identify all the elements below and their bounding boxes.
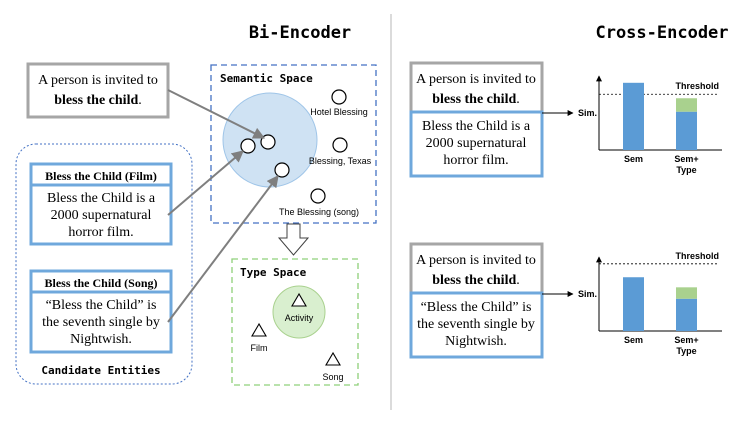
cross-mention-line1: A person is invited to (416, 253, 536, 268)
semantic-space-border (210, 64, 377, 224)
sim-label: Sim. (578, 289, 597, 299)
category-label: Sem+ (674, 154, 698, 164)
type-space: Type Space Activity Film Song (231, 258, 359, 386)
bi-mention-line1: A person is invited to (38, 73, 158, 88)
triangle-icon (251, 322, 267, 337)
semantic-space: Semantic Space Hotel Blessing Blessing, … (210, 64, 377, 224)
bar-type (676, 287, 697, 299)
category-label: Type (676, 165, 696, 175)
bar-sem (676, 298, 697, 331)
category-label: Type (676, 346, 696, 356)
candidate-entities-label: Candidate Entities (41, 364, 160, 377)
threshold-label: Threshold (675, 251, 719, 261)
cross-mention-line2: bless the child. (432, 273, 520, 288)
cross-entity-box (409, 110, 544, 178)
cross-entity-line: 2000 supernatural (426, 136, 527, 151)
song-entity-card: Bless the Child (Song) “Bless the Child”… (29, 269, 173, 354)
bar-sem (623, 277, 644, 331)
triangle-icon (325, 351, 341, 366)
bar-type (676, 98, 697, 112)
category-label: Sem (624, 335, 643, 345)
connector-arrow (167, 175, 279, 323)
candidate-entities-container (15, 143, 193, 385)
cross-mention-line2: bless the child. (432, 92, 520, 107)
cross-entity-box (409, 291, 544, 359)
cross-encoder-pairs: A person is invited to bless the child. Bl… (409, 61, 722, 359)
cross-pair: A person is invited to bless the child. “B… (409, 242, 722, 359)
bar-sem (676, 111, 697, 150)
embedding-point (332, 137, 348, 153)
cross-entity-line: Nightwish. (445, 334, 507, 349)
song-entity-line: the seventh single by (42, 315, 160, 330)
cross-mention-line1: A person is invited to (416, 72, 536, 87)
song-entity-line: Nightwish. (70, 332, 132, 347)
threshold-label: Threshold (675, 81, 719, 91)
type-label: Activity (285, 313, 314, 323)
type-label: Song (322, 372, 343, 382)
cross-entity-line: the seventh single by (417, 317, 535, 332)
type-space-title: Type Space (240, 266, 307, 279)
bar-sem (623, 82, 644, 150)
semantic-label: Blessing, Texas (309, 156, 372, 166)
cross-entity-line: “Bless the Child” is (421, 300, 532, 315)
song-entity-line: “Bless the Child” is (46, 298, 157, 313)
film-entity-line: horror film. (68, 225, 133, 240)
down-arrow-icon (277, 223, 310, 256)
connector-arrow (167, 89, 266, 139)
embedding-point (274, 162, 290, 178)
category-label: Sem (624, 154, 643, 164)
film-entity-card: Bless the Child (Film) Bless the Child i… (29, 162, 173, 246)
cross-pair: A person is invited to bless the child. Bl… (409, 61, 722, 178)
film-entity-title: Bless the Child (Film) (45, 169, 157, 183)
type-space-border (231, 258, 359, 386)
cross-encoder-title: Cross-Encoder (595, 23, 728, 43)
embedding-point (331, 89, 347, 105)
activity-cluster (272, 285, 326, 339)
song-entity-title: Bless the Child (Song) (44, 276, 157, 290)
film-entity-line: 2000 supernatural (51, 208, 152, 223)
sim-label: Sim. (578, 108, 597, 118)
triangle-icon (291, 292, 307, 307)
film-entity-line: Bless the Child is a (47, 191, 156, 206)
cross-entity-line: horror film. (443, 153, 508, 168)
bi-mention-box: A person is invited to bless the child. (26, 62, 170, 119)
semantic-label: Hotel Blessing (310, 107, 368, 117)
bi-mention-line2: bless the child. (54, 93, 142, 108)
connector-arrow (167, 150, 244, 216)
type-label: Film (251, 343, 268, 353)
semantic-label: The Blessing (song) (279, 207, 359, 217)
cross-mention-box (409, 242, 544, 295)
embedding-point (310, 188, 326, 204)
semantic-space-title: Semantic Space (220, 72, 313, 85)
category-label: Sem+ (674, 335, 698, 345)
bi-encoder-title: Bi-Encoder (249, 23, 351, 43)
embedding-point (240, 138, 256, 154)
cross-entity-line: Bless the Child is a (422, 119, 531, 134)
